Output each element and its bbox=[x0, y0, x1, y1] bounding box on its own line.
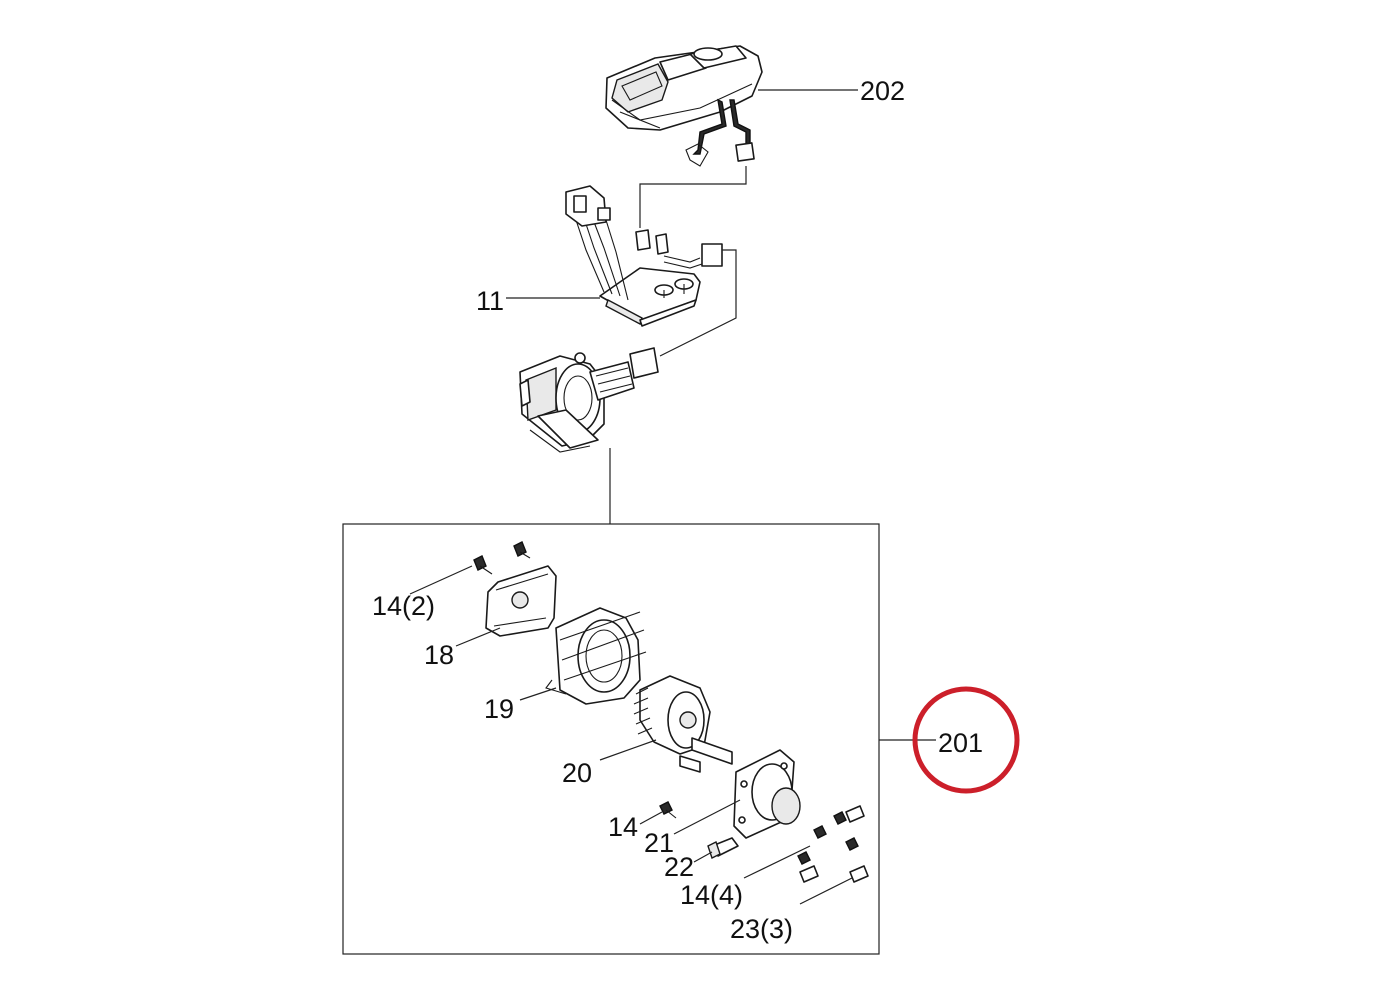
part-20-rotor[interactable] bbox=[633, 675, 733, 773]
leader-line-19 bbox=[519, 687, 557, 701]
connector-11-to-motor bbox=[659, 249, 737, 357]
part-23-3-screws[interactable] bbox=[799, 805, 869, 883]
label-20: 20 bbox=[562, 758, 592, 788]
highlight-circle-201 bbox=[912, 686, 1020, 794]
label-201: 201 bbox=[938, 728, 983, 758]
label-21: 21 bbox=[644, 828, 674, 858]
part-motor-assembly[interactable] bbox=[519, 347, 659, 453]
part-21-front-flange[interactable] bbox=[733, 749, 801, 839]
label-14: 14 bbox=[608, 812, 638, 842]
label-18: 18 bbox=[424, 640, 454, 670]
assembly-201-frame bbox=[342, 523, 880, 955]
leader-line-22 bbox=[693, 851, 713, 863]
part-22-bolt[interactable] bbox=[707, 837, 739, 859]
label-19: 19 bbox=[484, 694, 514, 724]
part-202-control-panel[interactable] bbox=[605, 45, 763, 167]
leader-line-18 bbox=[455, 627, 501, 647]
leader-line-14-4 bbox=[743, 845, 811, 879]
label-23-3: 23(3) bbox=[730, 914, 793, 944]
leader-line-14 bbox=[639, 811, 663, 825]
leader-line-21 bbox=[673, 799, 741, 835]
leader-line-20 bbox=[599, 739, 657, 761]
part-11-control-board[interactable] bbox=[565, 185, 723, 327]
label-11: 11 bbox=[476, 286, 504, 316]
label-14-2: 14(2) bbox=[372, 591, 435, 621]
label-14-4: 14(4) bbox=[680, 880, 743, 910]
part-14-4-screws[interactable] bbox=[797, 811, 859, 865]
leader-line-14-2 bbox=[409, 565, 473, 595]
part-19-housing[interactable] bbox=[545, 607, 647, 705]
part-14-screw-middle[interactable] bbox=[659, 801, 677, 819]
label-22: 22 bbox=[664, 852, 694, 882]
leader-line-23-3 bbox=[799, 877, 853, 905]
part-14-screws-top[interactable] bbox=[473, 541, 531, 575]
connector-202-to-11 bbox=[639, 166, 747, 228]
label-202: 202 bbox=[860, 76, 905, 106]
part-18-end-plate[interactable] bbox=[485, 565, 557, 637]
